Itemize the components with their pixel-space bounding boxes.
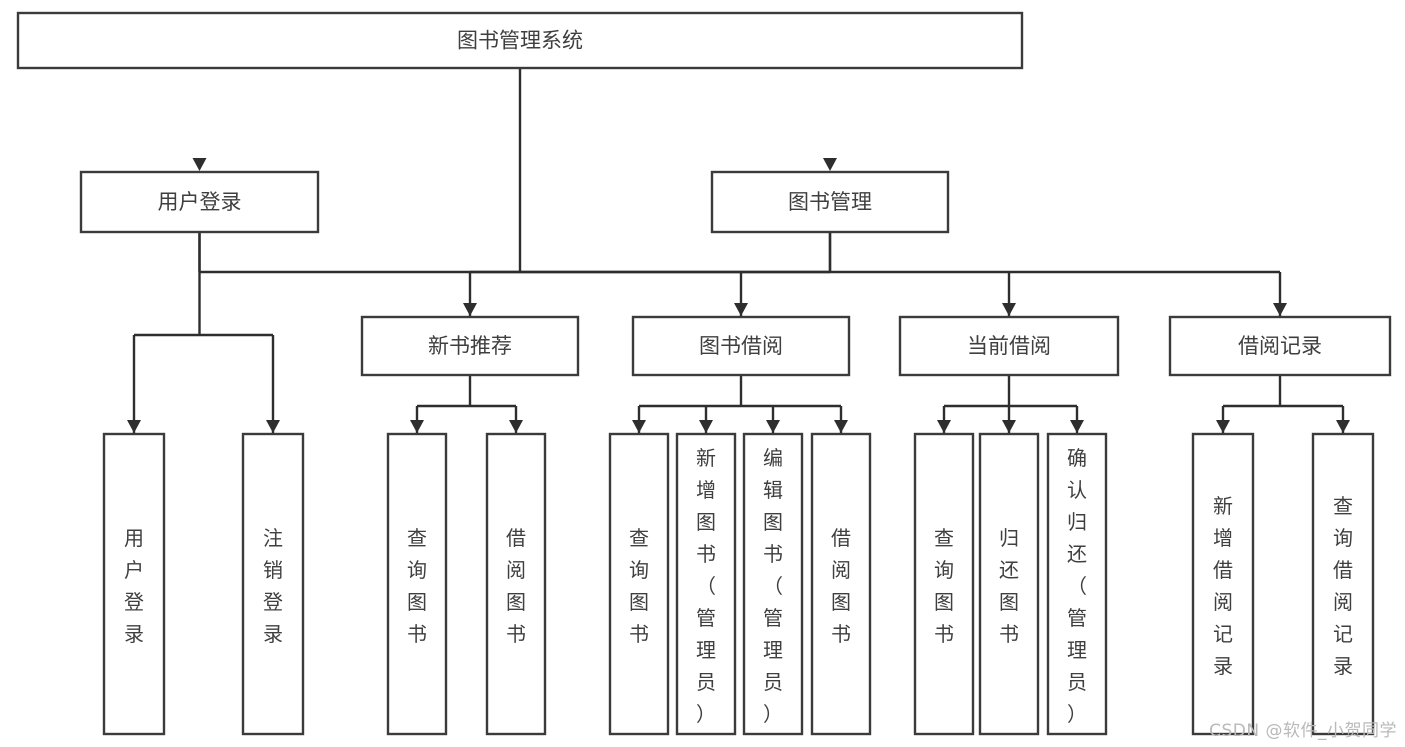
watermark: CSDN @软件_小贺同学 [1209,721,1397,741]
arrow-head-icon [1273,303,1287,316]
arrow-head-icon [834,420,848,433]
node-label: 归还图书 [999,526,1019,646]
node-label: 查询图书 [934,526,954,646]
leaf-node-leaf-user-login[interactable]: 用户登录 [102,432,166,736]
root-node-root[interactable]: 图书管理系统 [16,11,1024,70]
arrow-head-icon [699,420,713,433]
level3-node-borrow-record[interactable]: 借阅记录 [1168,315,1392,377]
leaf-node-leaf-query-book-current[interactable]: 查询图书 [913,432,975,736]
arrow-head-icon [192,158,207,171]
leaf-node-leaf-borrow-book-recommend[interactable]: 借阅图书 [485,432,547,736]
leaf-node-leaf-query-book-recommend[interactable]: 查询图书 [386,432,448,736]
arrow-head-icon [127,420,141,433]
leaf-node-leaf-add-borrow-record[interactable]: 新增借阅记录 [1191,432,1255,736]
leaf-node-leaf-borrow-book[interactable]: 借阅图书 [810,432,872,736]
arrow-head-icon [266,420,280,433]
node-label: 编辑图书（管理员） [763,446,783,726]
arrow-head-icon [1216,420,1230,433]
arrow-head-icon [937,420,951,433]
leaf-node-leaf-query-book-borrow[interactable]: 查询图书 [608,432,670,736]
arrow-head-icon [823,158,837,171]
node-label: 查询借阅记录 [1333,494,1353,678]
node-label: 借阅图书 [831,526,851,646]
node-label: 当前借阅 [967,334,1051,358]
leaf-node-leaf-return-book[interactable]: 归还图书 [978,432,1040,736]
arrow-head-icon [632,420,646,433]
leaf-node-leaf-add-book-admin[interactable]: 新增图书（管理员） [675,432,737,736]
node-label: 图书管理 [788,190,872,214]
level3-node-new-book-recommend[interactable]: 新书推荐 [360,315,580,377]
node-label: 图书管理系统 [457,29,583,53]
level2-node-book-manage[interactable]: 图书管理 [710,170,950,234]
node-label: 用户登录 [158,190,242,214]
arrow-head-icon [410,420,424,433]
node-label: 新增借阅记录 [1213,494,1233,678]
leaf-node-leaf-confirm-return-admin[interactable]: 确认归还（管理员） [1046,432,1108,736]
arrow-head-icon [734,303,748,316]
level2-node-user-login[interactable]: 用户登录 [79,170,320,234]
level3-node-current-borrow[interactable]: 当前借阅 [898,315,1120,377]
node-label: 图书借阅 [699,334,783,358]
leaf-node-leaf-edit-book-admin[interactable]: 编辑图书（管理员） [742,432,804,736]
node-label: 借阅记录 [1238,334,1322,358]
node-label: 用户登录 [124,526,144,646]
node-label: 确认归还（管理员） [1067,446,1087,726]
level3-node-book-borrow[interactable]: 图书借阅 [631,315,851,377]
arrow-head-icon [1336,420,1350,433]
arrow-head-icon [509,420,523,433]
connector-layer [127,68,1350,433]
node-label: 查询图书 [407,526,427,646]
arrow-head-icon [766,420,780,433]
node-label: 注销登录 [263,526,283,646]
arrow-head-icon [1002,420,1016,433]
arrow-head-icon [463,303,477,316]
node-label: 借阅图书 [506,526,526,646]
leaf-node-leaf-logout[interactable]: 注销登录 [241,432,305,736]
node-label: 查询图书 [629,526,649,646]
arrow-head-icon [1070,420,1084,433]
node-layer: 图书管理系统用户登录图书管理新书推荐图书借阅当前借阅借阅记录用户登录注销登录查询… [16,11,1392,736]
leaf-node-leaf-query-borrow-record[interactable]: 查询借阅记录 [1311,432,1375,736]
node-label: 新增图书（管理员） [696,446,716,726]
arrow-head-icon [1002,303,1016,316]
node-label: 新书推荐 [428,334,512,358]
